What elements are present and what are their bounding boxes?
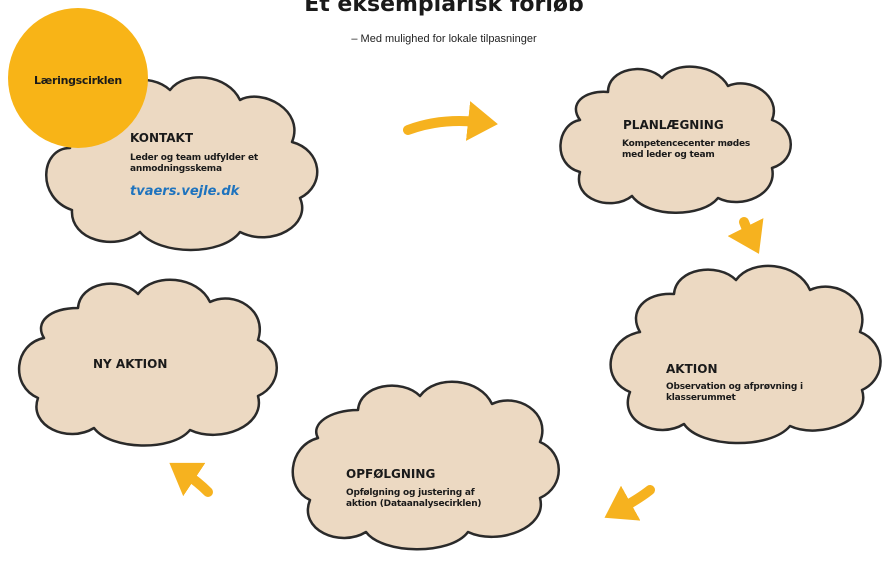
stage-title-kontakt: KONTAKT bbox=[130, 131, 194, 145]
stage-desc-planlaegning-line2: med leder og team bbox=[622, 150, 715, 160]
cloud-ny-aktion bbox=[17, 278, 278, 447]
arrow-kontakt-to-planlaegning bbox=[403, 101, 498, 141]
stage-desc-kontakt-line2: anmodningsskema bbox=[130, 164, 222, 174]
arrow-opfoelgning-to-ny-aktion bbox=[169, 462, 213, 497]
stage-title-planlaegning: PLANLÆGNING bbox=[623, 118, 724, 132]
cloud-opfoelgning bbox=[291, 380, 560, 551]
stage-title-aktion: AKTION bbox=[666, 362, 718, 376]
stage-desc-aktion-line2: klasserummet bbox=[666, 393, 736, 403]
stage-desc-aktion: Observation og afprøvning i klasserummet bbox=[666, 382, 846, 404]
arrow-planlaegning-to-aktion bbox=[727, 217, 764, 254]
stage-title-ny-aktion: NY AKTION bbox=[93, 357, 168, 371]
stage-desc-aktion-line1: Observation og afprøvning i bbox=[666, 382, 803, 392]
stage-desc-opfoelgning-line1: Opfølgning og justering af bbox=[346, 488, 475, 498]
diagram-subtitle: – Med mulighed for lokale tilpasninger bbox=[351, 33, 537, 45]
stage-desc-opfoelgning: Opfølgning og justering af aktion (Dataa… bbox=[346, 488, 526, 510]
cloud-planlaegning bbox=[559, 65, 792, 214]
cloud-aktion bbox=[609, 264, 882, 445]
diagram-title: Et eksemplarisk forløb bbox=[304, 0, 584, 17]
stage-desc-planlaegning: Kompetencecenter mødes med leder og team bbox=[622, 139, 772, 161]
stage-desc-kontakt-line1: Leder og team udfylder et bbox=[130, 153, 258, 163]
kontakt-link[interactable]: tvaers.vejle.dk bbox=[130, 184, 240, 199]
stage-desc-planlaegning-line1: Kompetencecenter mødes bbox=[622, 139, 751, 149]
badge-label: Læringscirklen bbox=[34, 74, 122, 87]
laeringscirklen-badge bbox=[8, 8, 148, 148]
stage-title-opfoelgning: OPFØLGNING bbox=[346, 467, 436, 481]
stage-desc-opfoelgning-line2: aktion (Dataanalysecirklen) bbox=[346, 499, 482, 509]
stage-desc-kontakt: Leder og team udfylder et anmodningsskem… bbox=[130, 153, 310, 175]
arrow-aktion-to-opfoelgning bbox=[604, 485, 655, 521]
